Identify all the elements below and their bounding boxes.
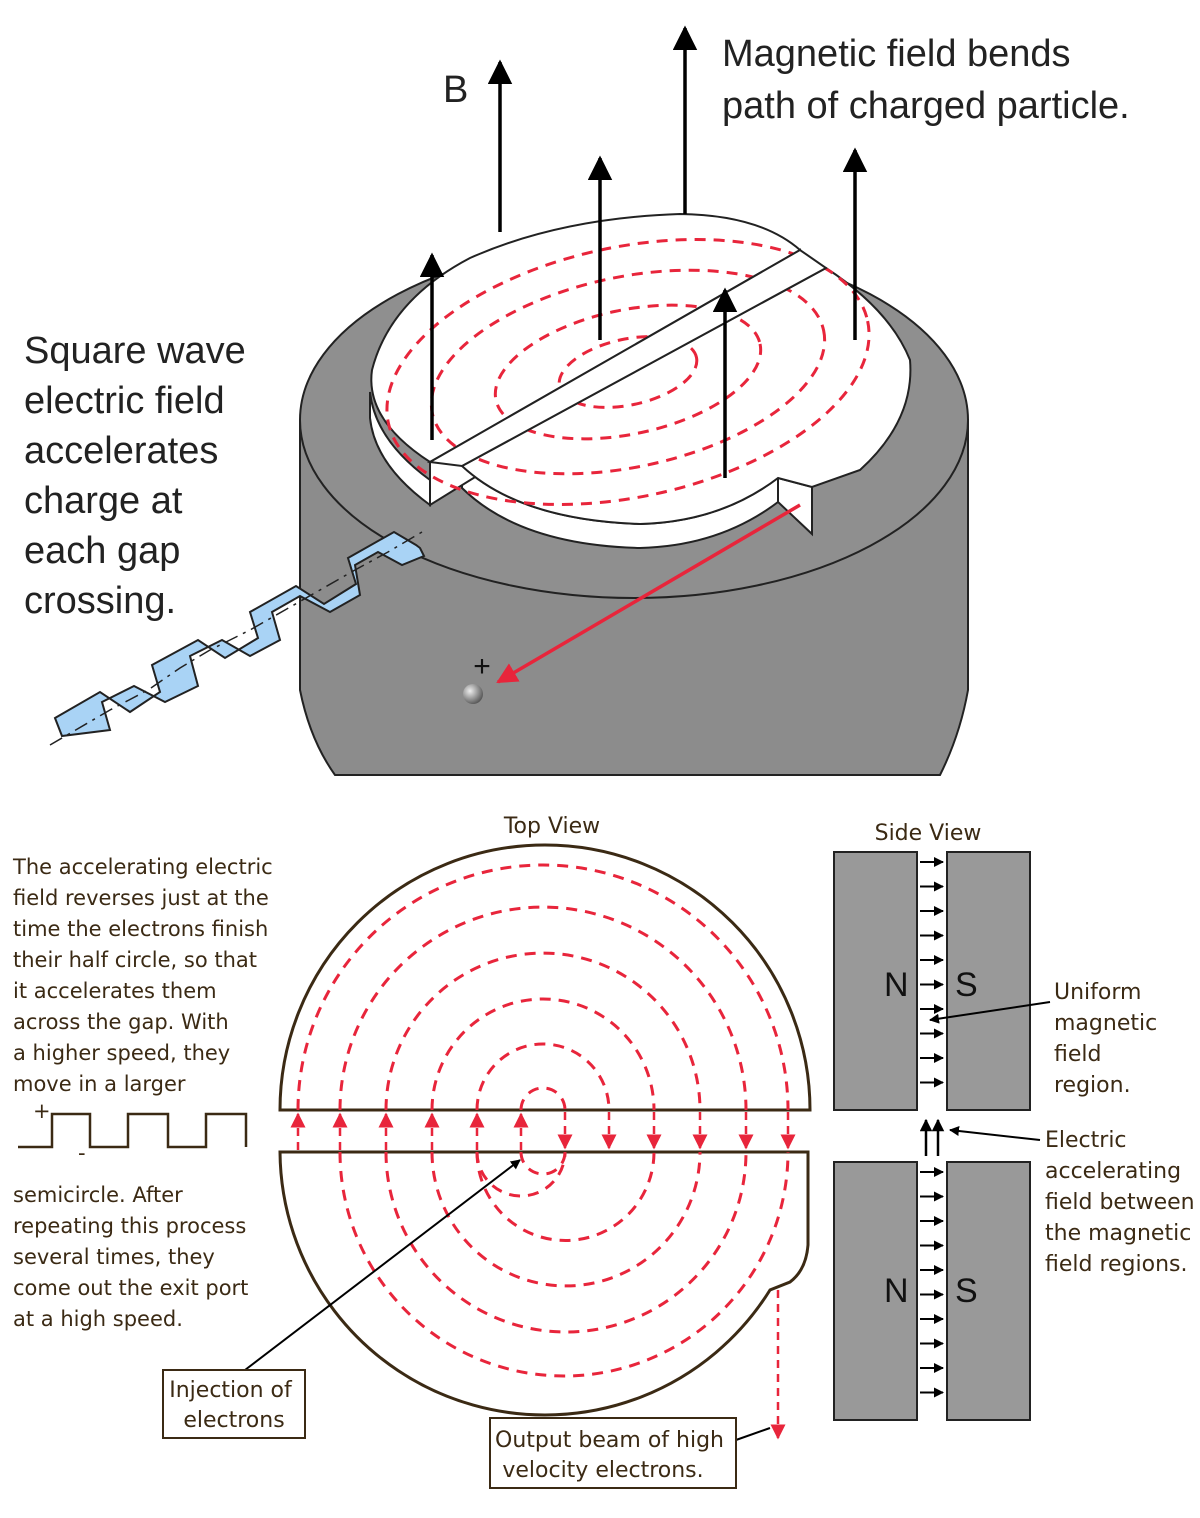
square-wave-caption-line: Square wave	[24, 330, 246, 372]
explanation-text: The accelerating electric field reverses…	[12, 855, 279, 1331]
electric-label-line: field between	[1045, 1190, 1195, 1215]
lower-dee	[278, 1150, 810, 1417]
explanation-line: move in a larger	[13, 1072, 186, 1096]
square-wave-caption-line: electric field	[24, 380, 225, 422]
output-label: Output beam of high velocity electrons.	[495, 1428, 731, 1483]
explanation-line: across the gap. With	[13, 1010, 229, 1034]
pole-s-upper: S	[955, 966, 978, 1004]
magnet-north-upper	[833, 851, 918, 1111]
cyclotron-3d-view: + B Magnetic field bends path of charged…	[24, 25, 1130, 776]
explanation-line: field reverses just at the	[13, 886, 269, 910]
explanation-lower: semicircle. After repeating this process…	[13, 1183, 255, 1331]
dee-right-top	[460, 266, 912, 526]
output-leader	[735, 1427, 771, 1441]
orbit-semicircles-upper	[296, 863, 790, 1111]
explanation-line: several times, they	[13, 1245, 215, 1269]
explanation-line: The accelerating electric	[12, 855, 273, 879]
uniform-label-line: region.	[1054, 1073, 1131, 1098]
square-wave-caption: Square wave electric field accelerates c…	[24, 330, 256, 622]
injection-label-box	[162, 1369, 306, 1439]
wave-plus-sign: +	[33, 1099, 51, 1123]
explanation-line: at a high speed.	[13, 1307, 183, 1331]
explanation-line: their half circle, so that	[13, 948, 257, 972]
explanation-line: semicircle. After	[13, 1183, 183, 1207]
pole-s-lower: S	[955, 1272, 978, 1310]
pole-n-upper: N	[884, 966, 909, 1004]
explanation-line: time the electrons finish	[13, 917, 268, 941]
injection-label-line: Injection of	[169, 1378, 293, 1403]
square-wave-ribbon	[49, 530, 426, 746]
particle-sign: +	[473, 650, 491, 683]
electric-label: Electric accelerating field between the …	[1045, 1128, 1200, 1277]
square-wave-caption-line: crossing.	[24, 580, 176, 622]
magnetic-caption-line: Magnetic field bends	[722, 33, 1071, 75]
electric-label-line: accelerating	[1045, 1159, 1181, 1184]
uniform-label-line: magnetic	[1054, 1011, 1157, 1036]
output-label-line: Output beam of high	[495, 1428, 724, 1453]
explanation-line: come out the exit port	[13, 1276, 248, 1300]
uniform-label-line: field	[1054, 1042, 1101, 1067]
injection-leader	[244, 1159, 521, 1371]
uniform-label-line: Uniform	[1054, 980, 1141, 1005]
magnet-south-upper	[946, 851, 1031, 1111]
pole-n-lower: N	[884, 1272, 909, 1310]
wave-minus-sign: -	[78, 1141, 86, 1165]
magnetic-caption: Magnetic field bends path of charged par…	[722, 33, 1130, 127]
explanation-upper: The accelerating electric field reverses…	[12, 855, 279, 1096]
top-view-title: Top View	[503, 814, 600, 839]
charged-particle	[463, 684, 483, 704]
electric-leader	[949, 1126, 1041, 1141]
square-wave-caption-line: each gap	[24, 530, 180, 572]
output-label-box	[489, 1417, 737, 1489]
magnet-south-lower	[946, 1161, 1031, 1421]
uniform-label: Uniform magnetic field region.	[1054, 980, 1164, 1098]
square-wave-caption-line: charge at	[24, 480, 183, 522]
exit-beam-arrow	[496, 503, 801, 684]
field-arrows	[920, 857, 944, 1398]
b-field-label: B	[443, 69, 468, 111]
injection-label-line: electrons	[183, 1408, 284, 1433]
dee-left-top	[370, 212, 802, 464]
explanation-line: repeating this process	[13, 1214, 246, 1238]
explanation-line: a higher speed, they	[13, 1041, 230, 1065]
magnetic-field-arrows	[419, 25, 868, 478]
upper-dee	[278, 843, 812, 1112]
output-label-line: velocity electrons.	[502, 1458, 703, 1483]
magnet-north-lower	[833, 1161, 918, 1421]
side-view-diagram: Side View N S N S Uniform magnetic field…	[833, 821, 1200, 1421]
square-wave-caption-line: accelerates	[24, 430, 218, 472]
explanation-line: it accelerates them	[13, 979, 217, 1003]
electric-label-line: the magnetic	[1045, 1221, 1191, 1246]
side-view-title: Side View	[875, 821, 982, 846]
electric-label-line: Electric	[1045, 1128, 1127, 1153]
uniform-leader	[929, 1001, 1051, 1024]
electric-label-line: field regions.	[1045, 1252, 1188, 1277]
top-view-diagram: Top View	[162, 814, 812, 1489]
gap-crossing-arrows	[290, 1112, 796, 1150]
injection-label: Injection of electrons	[169, 1378, 299, 1433]
orbit-semicircles-lower	[338, 1151, 790, 1378]
magnetic-caption-line: path of charged particle.	[722, 85, 1130, 127]
square-wave-symbol	[18, 1112, 248, 1149]
